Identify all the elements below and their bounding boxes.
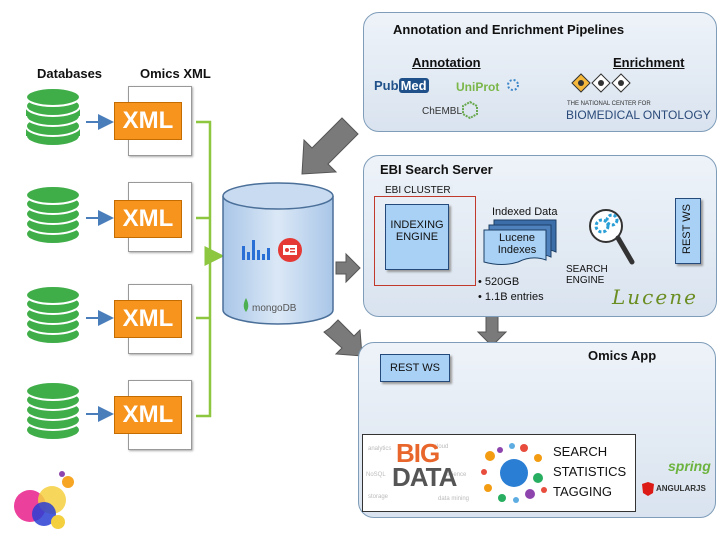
ncbo-logo-icon: [571, 73, 631, 93]
id-card-icon: [278, 238, 302, 262]
spring-logo: spring: [668, 458, 711, 474]
big-word: BIG: [396, 438, 440, 468]
pipelines-panel: [363, 12, 717, 132]
svg-text:science: science: [446, 472, 467, 478]
angularjs-shield-icon: [642, 482, 654, 496]
search-rest-ws-box: [675, 198, 701, 264]
omics-xml-header: Omics XML: [140, 66, 211, 81]
search-engine-label: SEARCH ENGINE: [566, 264, 608, 286]
angularjs-logo: ANGULARJS: [656, 484, 706, 493]
indexing-engine-box: INDEXING ENGINE: [385, 204, 449, 270]
ebi-cluster-box: [374, 196, 476, 286]
uniprot-dots-icon: [507, 79, 519, 91]
bubble-network-icon: [481, 443, 547, 503]
database-icon: [25, 285, 81, 345]
db-to-search-arrow: [335, 252, 361, 284]
feature-tagging: TAGGING: [553, 484, 612, 499]
uniprot-logo: UniProt: [456, 80, 500, 94]
database-icon: [25, 87, 81, 147]
search-to-app-arrow: [476, 315, 508, 347]
svg-text:storage: storage: [368, 494, 389, 500]
feature-statistics: STATISTICS: [553, 464, 627, 479]
database-icon: [25, 185, 81, 245]
xml-label: XML: [114, 102, 182, 140]
database-icon: [25, 381, 81, 441]
app-rest-ws-box: REST WS: [380, 354, 450, 382]
ncbo-text-line2: BIOMEDICAL ONTOLOGY: [566, 108, 711, 122]
enrichment-label: Enrichment: [613, 55, 685, 70]
stat-size: • 520GB: [478, 276, 520, 288]
pipelines-to-db-arrow: [301, 117, 359, 175]
xml-collector-line: [196, 120, 212, 418]
omics-app-title: Omics App: [588, 348, 657, 363]
annotation-label: Annotation: [412, 55, 481, 70]
xml-document-icon: XML: [114, 86, 194, 156]
xml-document-icon: XML: [114, 182, 194, 252]
search-magnifier-gears-icon: [589, 209, 635, 265]
pipelines-title: Annotation and Enrichment Pipelines: [393, 22, 625, 37]
svg-text:cloud: cloud: [434, 444, 448, 450]
search-rest-ws-label: REST WS: [681, 204, 693, 254]
lucene-indexes-label: Lucene Indexes: [497, 232, 537, 256]
feature-search: SEARCH: [553, 444, 608, 459]
lucene-logo: Lucene: [612, 285, 698, 309]
stat-entries: • 1.1B entries: [478, 291, 544, 303]
svg-text:data mining: data mining: [438, 496, 469, 502]
xml-label: XML: [114, 300, 182, 338]
xml-document-icon: XML: [114, 284, 194, 354]
app-feature-list: SEARCH STATISTICS TAGGING: [553, 442, 626, 502]
xml-document-icon: XML: [114, 380, 194, 450]
omics-logo-icon: [14, 471, 74, 529]
databases-header: Databases: [37, 66, 103, 81]
indexed-data-label: Indexed Data: [492, 206, 558, 218]
ncbo-text-line1: THE NATIONAL CENTER FOR: [567, 101, 651, 107]
lucene-indexes-stack: [483, 219, 557, 265]
svg-text:analytics: analytics: [368, 446, 391, 452]
bar-chart-icon: [242, 240, 270, 260]
ebi-cluster-label: EBI CLUSTER: [383, 185, 453, 196]
mongodb-label: mongoDB: [252, 303, 297, 314]
chembl-hexagon-icon: [462, 100, 478, 120]
big-data-wordcloud: analytics cloud storage data mining NoSQL sc…: [366, 444, 469, 502]
search-server-title: EBI Search Server: [380, 162, 493, 177]
central-database-cylinder: [222, 182, 334, 325]
mongodb-leaf-icon: [243, 298, 249, 312]
chembl-logo: ChEMBL: [422, 106, 463, 117]
svg-text:NoSQL: NoSQL: [366, 472, 386, 478]
data-word: DATA: [392, 462, 457, 492]
xml-label: XML: [114, 396, 182, 434]
xml-label: XML: [114, 200, 182, 238]
